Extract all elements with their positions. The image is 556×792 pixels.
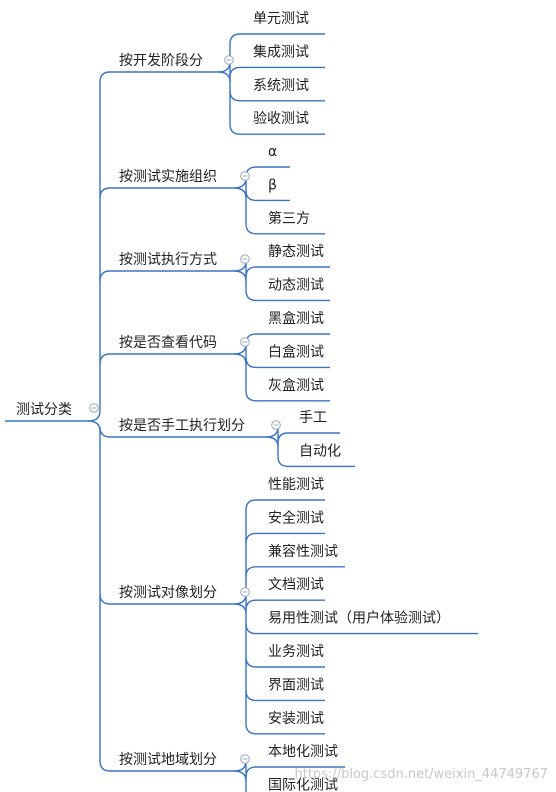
leaf-label: 动态测试: [268, 277, 324, 293]
root-collapse-toggle[interactable]: [89, 403, 99, 413]
category-collapse-toggle[interactable]: [224, 55, 234, 65]
leaf-label: 安全测试: [268, 509, 324, 526]
category-label: 按开发阶段分: [119, 53, 203, 69]
category-label: 按是否查看代码: [119, 335, 217, 351]
leaf-label: 自动化: [299, 443, 341, 459]
leaf-label: 验收测试: [253, 111, 309, 127]
leaf-label: 静态测试: [268, 244, 324, 260]
category-label: 按测试实施组织: [119, 169, 217, 185]
leaf-label: 业务测试: [268, 644, 324, 660]
leaf-label: 手工: [299, 410, 327, 426]
leaf-label: 国际化测试: [268, 777, 338, 792]
connector-lines: [5, 33, 478, 792]
category-collapse-toggle[interactable]: [240, 254, 250, 264]
leaf-label: 易用性测试（用户体验测试）: [268, 610, 450, 627]
category-collapse-toggle[interactable]: [271, 420, 281, 430]
leaf-label: 本地化测试: [268, 744, 338, 760]
category-label: 按测试对像划分: [119, 585, 217, 601]
leaf-label: β: [268, 177, 277, 193]
category-collapse-toggle[interactable]: [240, 337, 250, 347]
leaf-label: 安装测试: [268, 711, 324, 727]
leaf-label: 灰盒测试: [268, 377, 324, 394]
category-label: 按测试执行方式: [119, 252, 217, 268]
leaf-label: 性能测试: [268, 477, 324, 493]
leaf-label: 单元测试: [253, 11, 309, 27]
leaf-label: α: [268, 144, 277, 160]
category-label: 按是否手工执行划分: [119, 418, 245, 434]
category-collapse-toggle[interactable]: [240, 587, 250, 597]
leaf-label: 系统测试: [253, 78, 309, 94]
leaf-label: 界面测试: [268, 677, 324, 693]
category-collapse-toggle[interactable]: [240, 754, 250, 764]
root-node-label: 测试分类: [16, 402, 72, 418]
leaf-label: 第三方: [268, 210, 310, 227]
leaf-label: 文档测试: [268, 577, 324, 593]
leaf-label: 兼容性测试: [268, 543, 338, 560]
category-label: 按测试地域划分: [119, 752, 217, 768]
category-collapse-toggle[interactable]: [240, 171, 250, 181]
leaf-label: 白盒测试: [268, 343, 324, 360]
leaf-label: 集成测试: [253, 43, 309, 60]
watermark: https://blog.csdn.net/weixin_44749767: [294, 767, 548, 782]
leaf-label: 黑盒测试: [268, 310, 324, 327]
